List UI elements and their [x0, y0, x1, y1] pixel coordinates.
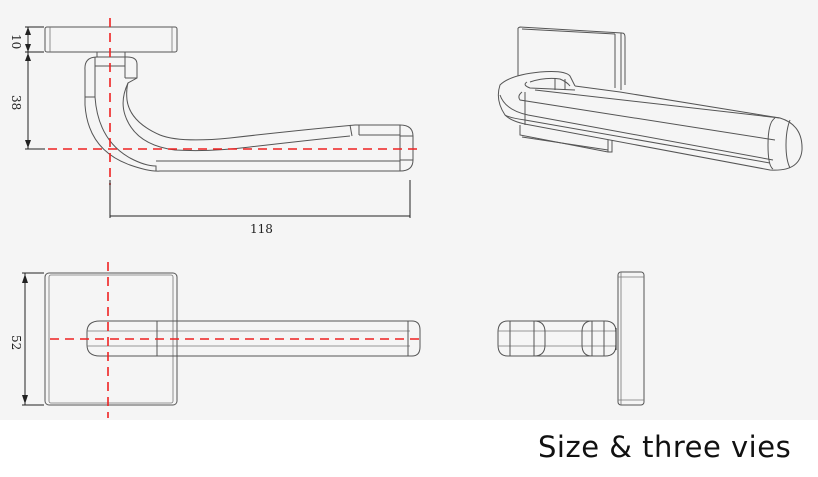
dim-lever-height: 38: [9, 95, 23, 110]
technical-drawing: 10 38 118: [9, 18, 803, 418]
side-view: [25, 18, 420, 218]
drawing-canvas: [0, 0, 818, 420]
end-view: [497, 271, 645, 406]
dim-lever-length: 118: [250, 222, 273, 236]
dim-rose-width: 52: [9, 335, 23, 350]
isometric-view: [497, 26, 803, 171]
dim-rose-thickness: 10: [9, 34, 23, 49]
figure-caption: Size & three vies: [538, 430, 792, 464]
top-view: [22, 262, 425, 418]
